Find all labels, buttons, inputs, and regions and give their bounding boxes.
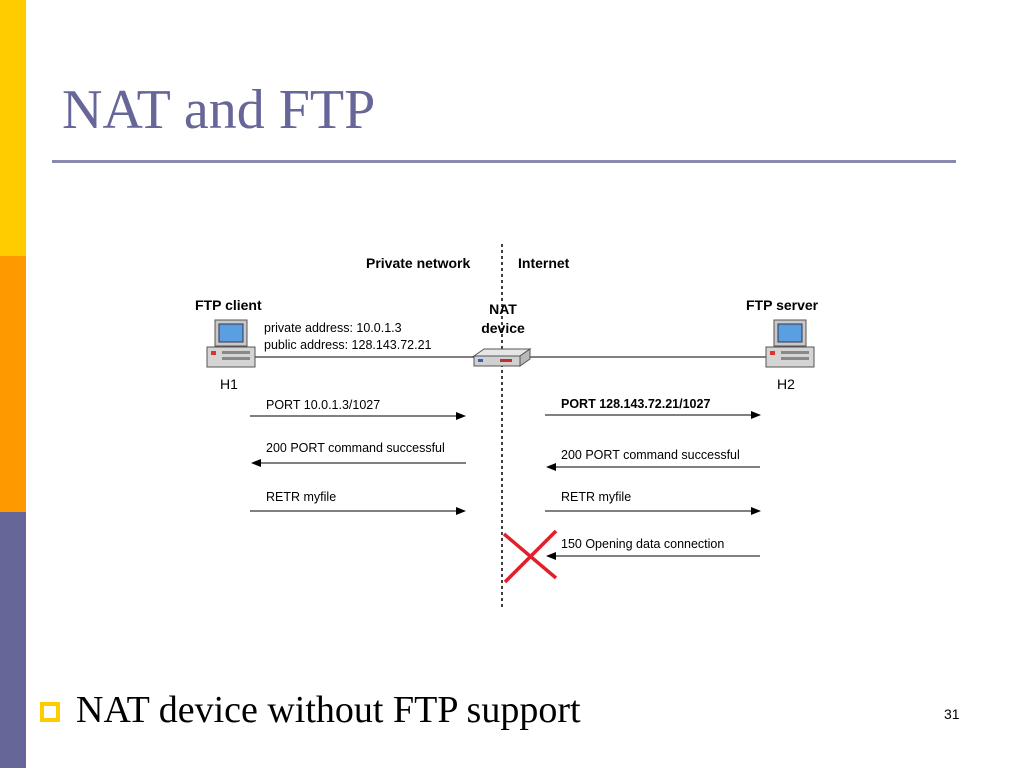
nat-device-label-line1: NAT — [489, 301, 517, 317]
server-host-label: H2 — [777, 376, 795, 392]
nat-device-label-line2: device — [481, 320, 525, 336]
right-message-2: 200 PORT command successful — [561, 448, 740, 462]
right-message-3: RETR myfile — [561, 490, 632, 504]
left-message-3: RETR myfile — [266, 490, 337, 504]
sidebar-orange-block — [0, 256, 26, 512]
title-divider — [52, 160, 956, 163]
nat-device-icon — [472, 348, 532, 367]
region-internet-label: Internet — [518, 255, 570, 271]
page-number: 31 — [944, 706, 960, 722]
server-computer-icon — [765, 319, 815, 368]
ftp-client-label: FTP client — [195, 297, 262, 313]
client-computer-icon — [206, 319, 256, 368]
public-address-label: public address: 128.143.72.21 — [264, 338, 432, 352]
private-address-label: private address: 10.0.1.3 — [264, 321, 402, 335]
right-message-4: 150 Opening data connection — [561, 537, 725, 551]
slide-title: NAT and FTP — [62, 79, 376, 141]
region-private-label: Private network — [366, 255, 471, 271]
bullet-square-icon — [40, 702, 60, 722]
left-message-1: PORT 10.0.1.3/1027 — [266, 398, 381, 412]
bullet-text: NAT device without FTP support — [76, 689, 581, 731]
ftp-server-label: FTP server — [746, 297, 819, 313]
sidebar-purple-block — [0, 512, 26, 768]
right-message-1: PORT 128.143.72.21/1027 — [561, 397, 711, 411]
client-host-label: H1 — [220, 376, 238, 392]
red-x-cross-icon — [502, 529, 558, 584]
left-message-2: 200 PORT command successful — [266, 441, 445, 455]
sidebar-yellow-block — [0, 0, 26, 256]
